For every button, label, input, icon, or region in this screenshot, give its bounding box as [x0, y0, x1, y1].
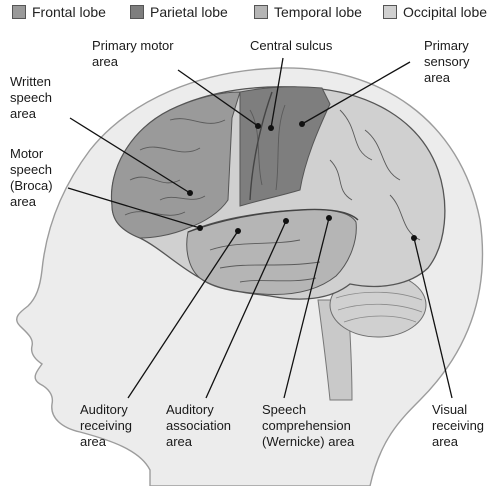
central-sulcus-line	[249, 91, 273, 201]
frontal-lobe	[111, 91, 241, 239]
legend-swatch	[130, 5, 144, 19]
legend: Frontal lobe Parietal lobe Temporal lobe…	[0, 0, 500, 26]
label-written-speech-line: Written	[10, 74, 51, 89]
legend-label: Temporal lobe	[274, 4, 362, 20]
legend-label: Frontal lobe	[32, 4, 106, 20]
legend-item-frontal: Frontal lobe	[12, 4, 106, 20]
label-auditory-association: Auditory association area	[166, 402, 235, 449]
legend-swatch	[12, 5, 26, 19]
parietal-lobe	[239, 86, 331, 207]
label-primary-motor: Primary motor area	[92, 38, 177, 69]
label-speech-comprehension-line: Speech	[262, 402, 306, 417]
label-auditory-receiving: Auditory receiving area	[80, 402, 136, 449]
label-primary-motor-line: Primary motor	[92, 38, 174, 53]
label-written-speech-line: area	[10, 106, 37, 121]
label-visual-receiving-line: area	[432, 434, 459, 449]
label-primary-sensory-line: area	[424, 70, 451, 85]
label-primary-sensory-line: Primary	[424, 38, 469, 53]
label-motor-speech-line: speech	[10, 162, 52, 177]
label-auditory-receiving-line: Auditory	[80, 402, 128, 417]
label-speech-comprehension-line: (Wernicke) area	[262, 434, 355, 449]
legend-item-occipital: Occipital lobe	[383, 4, 487, 20]
label-central-sulcus: Central sulcus	[250, 38, 333, 53]
label-motor-speech: Motor speech (Broca) area	[10, 146, 56, 209]
label-speech-comprehension-line: comprehension	[262, 418, 351, 433]
label-visual-receiving: Visual receiving area	[432, 402, 488, 449]
legend-item-temporal: Temporal lobe	[254, 4, 362, 20]
label-speech-comprehension: Speech comprehension (Wernicke) area	[262, 402, 355, 449]
label-written-speech-line: speech	[10, 90, 52, 105]
cerebellum-folds	[335, 291, 423, 323]
legend-label: Occipital lobe	[403, 4, 488, 20]
label-motor-speech-line: (Broca)	[10, 178, 53, 193]
label-primary-motor-line: area	[92, 54, 119, 69]
label-visual-receiving-line: receiving	[432, 418, 484, 433]
label-motor-speech-line: Motor	[10, 146, 44, 161]
label-primary-sensory-line: sensory	[424, 54, 470, 69]
lateral-sulcus-line	[187, 208, 359, 233]
label-central-sulcus-line: Central sulcus	[250, 38, 333, 53]
leader-lines	[67, 57, 453, 399]
label-auditory-receiving-line: area	[80, 434, 107, 449]
label-written-speech: Written speech area	[10, 74, 56, 121]
label-auditory-association-line: association	[166, 418, 231, 433]
label-auditory-association-line: area	[166, 434, 193, 449]
legend-swatch	[383, 5, 397, 19]
legend-swatch	[254, 5, 268, 19]
legend-item-parietal: Parietal lobe	[130, 4, 228, 20]
label-primary-sensory: Primary sensory area	[424, 38, 473, 85]
label-motor-speech-line: area	[10, 194, 37, 209]
legend-label: Parietal lobe	[150, 4, 228, 20]
label-auditory-receiving-line: receiving	[80, 418, 132, 433]
label-auditory-association-line: Auditory	[166, 402, 214, 417]
leader-dots	[187, 121, 417, 241]
label-visual-receiving-line: Visual	[432, 402, 467, 417]
